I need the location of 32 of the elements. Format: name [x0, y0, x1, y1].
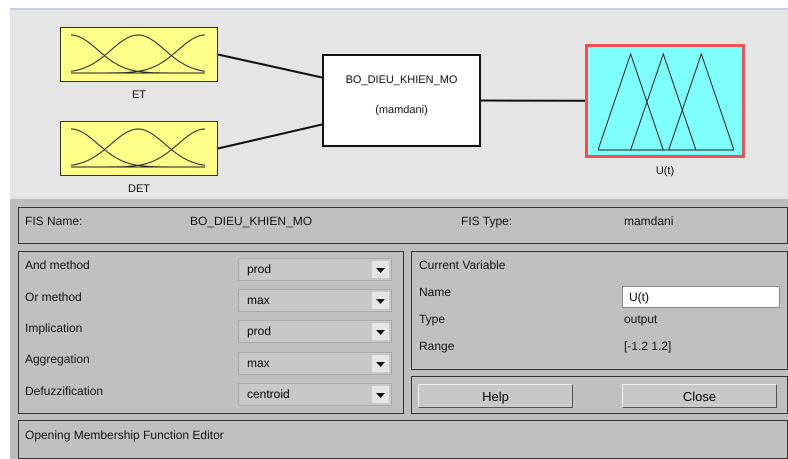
dropdown-menu: max — [238, 352, 392, 375]
field-value: output — [624, 312, 658, 326]
field-label: Defuzzification — [25, 384, 104, 398]
node-label: DET — [127, 183, 151, 195]
close-button: Close — [622, 384, 777, 408]
dropdown-menu: prod — [238, 258, 392, 281]
field-label: FIS Type: — [461, 214, 512, 228]
field-label: Range — [419, 339, 454, 353]
field-value: mamdani — [624, 214, 674, 228]
field-value: [-1.2 1.2] — [624, 339, 672, 353]
system-type: (mamdani) — [374, 104, 429, 116]
system-name: BO_DIEU_KHIEN_MO — [344, 74, 458, 86]
field-label: Type — [419, 312, 446, 326]
connector-line — [481, 100, 585, 102]
field-label: Or method — [25, 290, 82, 304]
field-label: Aggregation — [25, 352, 90, 366]
help-button: Help — [418, 384, 573, 408]
node-label: U(t) — [654, 165, 676, 177]
dropdown-menu: prod — [238, 320, 392, 343]
field-label: FIS Name: — [25, 214, 82, 228]
field-label: Name — [419, 285, 452, 299]
dropdown-menu: max — [238, 289, 392, 312]
panel-title: Current Variable — [419, 258, 506, 272]
status-message: Opening Membership Function Editor — [25, 428, 224, 442]
connector-line — [218, 124, 322, 150]
node-label: ET — [130, 89, 148, 101]
field-value: BO_DIEU_KHIEN_MO — [190, 214, 312, 228]
input-field: U(t) — [622, 286, 780, 308]
connector-line — [218, 54, 322, 78]
dropdown-menu: centroid — [238, 383, 392, 406]
field-label: And method — [25, 258, 90, 272]
field-label: Implication — [25, 321, 82, 335]
